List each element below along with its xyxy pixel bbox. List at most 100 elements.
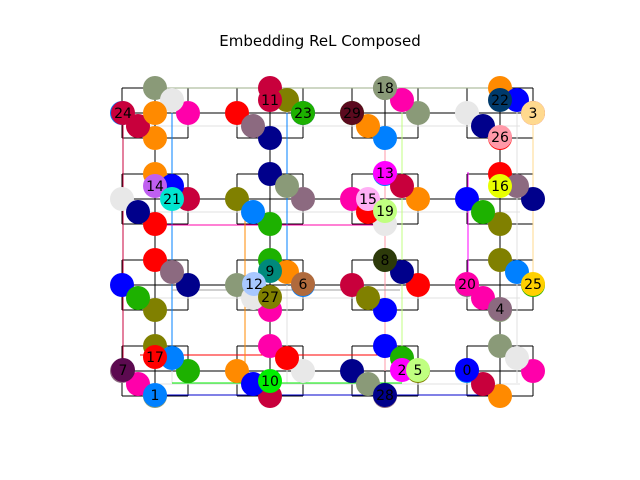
graph-node <box>160 187 184 211</box>
graph-node <box>521 359 545 383</box>
node-label: 29 <box>343 106 361 122</box>
graph-node <box>406 358 430 382</box>
graph-node <box>110 273 134 297</box>
graph-node <box>143 101 167 125</box>
graph-node <box>258 126 282 150</box>
graph-node <box>521 101 545 125</box>
graph-node <box>225 187 249 211</box>
graph-node <box>126 372 150 396</box>
graph-node <box>242 272 266 296</box>
graph-node <box>455 358 479 382</box>
node-label: 8 <box>381 253 390 269</box>
graph-node <box>291 272 315 296</box>
graph-node <box>143 174 167 198</box>
graph-node <box>143 383 167 407</box>
graph-node <box>160 346 184 370</box>
node-label: 25 <box>524 277 542 293</box>
graph-node <box>275 88 299 112</box>
graph-node <box>488 248 512 272</box>
graph-node <box>406 101 430 125</box>
graph-node <box>471 286 495 310</box>
graph-node <box>160 260 184 284</box>
graph-node <box>373 161 397 185</box>
graph-node <box>258 162 282 186</box>
node-label: 28 <box>376 388 394 404</box>
graph-node <box>488 384 512 408</box>
graph-node <box>488 88 512 112</box>
graph-node <box>455 101 479 125</box>
node-label: 3 <box>529 106 538 122</box>
labeled-nodes <box>111 76 545 407</box>
graph-node <box>488 174 512 198</box>
graph-node <box>258 212 282 236</box>
graph-node <box>488 297 512 321</box>
graph-node <box>373 199 397 223</box>
node-label: 5 <box>414 363 423 379</box>
graph-node <box>505 174 529 198</box>
graph-node <box>488 125 512 149</box>
graph-node <box>505 346 529 370</box>
node-label: 1 <box>151 388 160 404</box>
graph-node <box>111 358 135 382</box>
node-label: 11 <box>261 93 279 109</box>
node-label: 20 <box>458 277 476 293</box>
node-label: 0 <box>463 363 472 379</box>
graph-node <box>111 101 135 125</box>
node-label: 15 <box>359 192 377 208</box>
graph-node <box>258 334 282 358</box>
graph-node <box>390 88 414 112</box>
graph-node <box>356 372 380 396</box>
node-label: 21 <box>163 192 181 208</box>
graph-node <box>225 359 249 383</box>
graph-node <box>373 383 397 407</box>
node-label: 22 <box>491 93 509 109</box>
graph-node <box>356 286 380 310</box>
edges <box>121 87 534 397</box>
node-label: 9 <box>266 264 275 280</box>
node-label: 27 <box>261 290 279 306</box>
graph-node <box>110 187 134 211</box>
graph-node <box>126 200 150 224</box>
graph-node <box>143 126 167 150</box>
graph-node <box>258 285 282 309</box>
graph-node <box>471 372 495 396</box>
graph-node <box>488 334 512 358</box>
node-label: 16 <box>491 179 509 195</box>
graph-node <box>143 76 167 100</box>
node-label: 12 <box>245 277 263 293</box>
node-label: 17 <box>146 350 164 366</box>
graph-node <box>291 359 315 383</box>
node-label: 4 <box>496 302 505 318</box>
graph-node <box>275 346 299 370</box>
graph-node <box>505 88 529 112</box>
node-label: 6 <box>299 277 308 293</box>
graph-node <box>241 114 265 138</box>
graph-node <box>340 101 364 125</box>
chart-title: Embedding ReL Composed <box>219 32 421 50</box>
node-label: 2 <box>398 363 407 379</box>
graph-node <box>340 273 364 297</box>
graph-node <box>471 200 495 224</box>
graph-node <box>291 101 315 125</box>
graph-node <box>258 369 282 393</box>
graph-node <box>143 345 167 369</box>
node-label: 23 <box>294 106 312 122</box>
graph-node <box>521 272 545 296</box>
node-label: 10 <box>261 374 279 390</box>
graph-node <box>275 174 299 198</box>
node-label: 19 <box>376 204 394 220</box>
graph-node <box>521 187 545 211</box>
graph-node <box>291 187 315 211</box>
node-label: 14 <box>146 179 164 195</box>
graph-node <box>488 212 512 236</box>
graph-node <box>390 174 414 198</box>
graph-node <box>373 298 397 322</box>
node-label: 24 <box>114 106 132 122</box>
graph-node <box>356 187 380 211</box>
graph-node <box>356 114 380 138</box>
graph-node <box>373 126 397 150</box>
graph-node <box>176 273 200 297</box>
node-label: 13 <box>376 166 394 182</box>
